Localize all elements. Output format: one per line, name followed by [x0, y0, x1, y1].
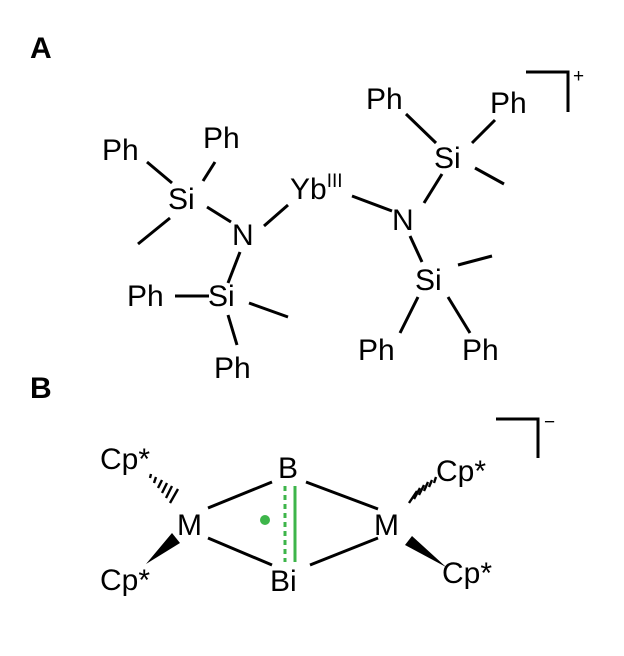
solid-wedge-right: [405, 536, 446, 567]
radical-dot: [260, 515, 270, 525]
bond-si4-methyl: [457, 254, 493, 267]
solid-wedge-left: [146, 533, 180, 564]
hashed-wedge-right: [408, 476, 438, 504]
bond-yb-n2: [351, 194, 393, 213]
panel-a-label: A: [30, 32, 52, 65]
bond-ph2-si1: [201, 161, 217, 182]
atom-bi: Bi: [270, 565, 297, 598]
bond-si4-ph8: [446, 296, 472, 334]
atom-ph-5: Ph: [366, 83, 403, 116]
atom-ph-4: Ph: [214, 352, 251, 385]
atom-si-1: Si: [168, 183, 195, 216]
bond-si1-methyl: [137, 216, 171, 246]
atom-n-2: N: [392, 204, 414, 237]
atom-m-right: M: [374, 509, 399, 542]
atom-ph-3: Ph: [127, 280, 164, 313]
bond-ph6-si3: [470, 118, 497, 145]
hashed-wedge-left: [148, 473, 180, 504]
atom-ph-2: Ph: [203, 122, 240, 155]
atom-ph-6: Ph: [490, 87, 527, 120]
atom-ph-8: Ph: [462, 334, 499, 367]
cp-star-upper-right: Cp*: [436, 455, 486, 488]
atom-yb: YbIII: [290, 171, 343, 206]
bond-ph1-si1: [146, 160, 173, 185]
bond-n1-yb: [263, 203, 289, 228]
atom-yb-symbol: Yb: [290, 173, 327, 206]
yb-oxidation-state: III: [327, 171, 343, 192]
atom-si-4: Si: [415, 264, 442, 297]
charge-bracket-b: [496, 417, 540, 458]
cp-star-lower-left: Cp*: [100, 564, 150, 597]
bond-n2-si4: [408, 235, 424, 263]
panel-b-label: B: [30, 372, 52, 405]
bond-m1-b: [207, 480, 273, 510]
bond-si4-ph7: [398, 296, 420, 334]
bond-n1-si2: [226, 251, 242, 284]
panel-a: A + Ph Ph Si N Si Ph Ph YbIII N Ph P: [30, 32, 584, 385]
cp-star-lower-right: Cp*: [442, 557, 492, 590]
bond-bi-m2: [309, 536, 379, 567]
bond-ph5-si3: [404, 112, 438, 145]
atom-b: B: [278, 452, 298, 485]
bond-si1-n1: [206, 205, 232, 224]
bond-si3-methyl: [474, 166, 505, 186]
panel-b: B −: [30, 372, 555, 598]
atom-si-2: Si: [208, 280, 235, 313]
charge-a: +: [573, 66, 584, 87]
charge-b: −: [544, 412, 555, 433]
atom-ph-7: Ph: [358, 334, 395, 367]
atom-n-1: N: [232, 219, 254, 252]
bond-b-m2: [305, 480, 379, 511]
bond-m1-bi: [207, 536, 273, 567]
atom-si-3: Si: [434, 142, 461, 175]
charge-bracket-a: [526, 70, 570, 112]
bond-si2-ph4: [226, 314, 239, 346]
atom-m-left: M: [177, 509, 202, 542]
cp-star-upper-left: Cp*: [100, 443, 150, 476]
bond-si2-methyl: [248, 301, 289, 319]
bond-n2-si3: [422, 173, 444, 204]
atom-ph-1: Ph: [102, 134, 139, 167]
